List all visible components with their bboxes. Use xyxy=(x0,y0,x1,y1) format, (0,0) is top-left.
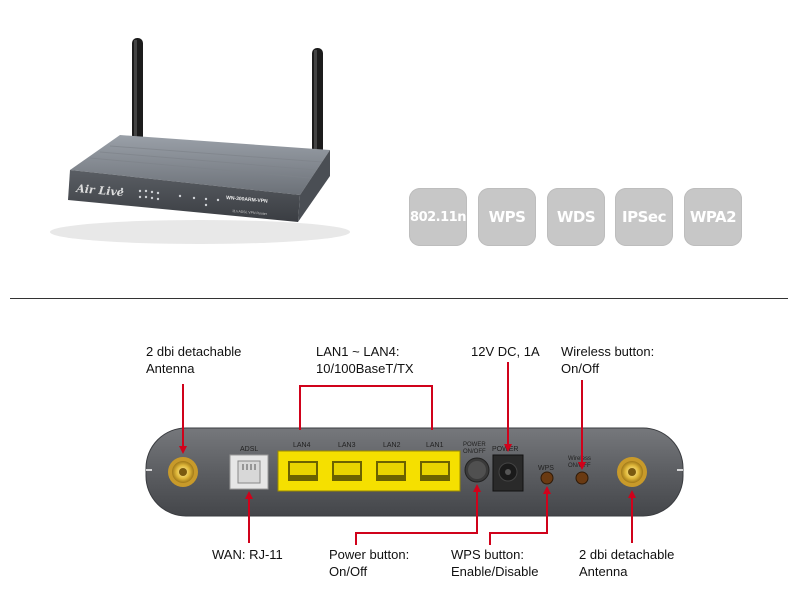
adsl-label: ADSL xyxy=(240,446,258,453)
front-led-group xyxy=(120,187,220,207)
feature-badge-ipsec: IPSec xyxy=(615,188,673,246)
callout-wireless-button: Wireless button: On/Off xyxy=(561,344,655,376)
wireless-onoff-button xyxy=(575,471,589,485)
antenna-connector-left xyxy=(168,457,198,487)
antenna-left-icon xyxy=(132,38,143,156)
router-front-image: Air Live WN-300ARM-VPN 11n ADSL VPN Rout… xyxy=(50,38,350,244)
wireless-onoff-label-line1: Wireless xyxy=(568,456,591,462)
callout-lan: LAN1 ~ LAN4: 10/100BaseT/TX xyxy=(316,344,414,376)
wireless-onoff-label-line2: ON/OFF xyxy=(568,463,591,469)
router-brand-text: Air Live xyxy=(75,182,125,199)
antenna-right-icon xyxy=(312,48,323,160)
power-dc-jack xyxy=(492,454,524,492)
section-divider xyxy=(10,298,788,299)
callout-antenna-left: 2 dbi detachable Antenna xyxy=(146,344,242,376)
feature-badge-wpa2: WPA2 xyxy=(684,188,742,246)
router-subtitle-text: 11n ADSL VPN Router xyxy=(232,209,268,216)
wps-button xyxy=(540,471,554,485)
callout-power-button: Power button: On/Off xyxy=(329,547,410,579)
lan4-label: LAN4 xyxy=(293,442,311,449)
feature-badge-wps: WPS xyxy=(478,188,536,246)
callout-wan: WAN: RJ-11 xyxy=(212,547,283,562)
callout-arrows xyxy=(179,362,636,545)
power-onoff-label-line1: POWER xyxy=(463,442,486,448)
callout-wps-button: WPS button: Enable/Disable xyxy=(451,547,539,579)
callout-antenna-right: 2 dbi detachable Antenna xyxy=(579,547,675,579)
lan1-label: LAN1 xyxy=(426,442,444,449)
feature-badge-wds: WDS xyxy=(547,188,605,246)
antenna-connector-right xyxy=(617,457,647,487)
callout-power-dc: 12V DC, 1A xyxy=(471,344,540,359)
lan2-label: LAN2 xyxy=(383,442,401,449)
power-onoff-label-line2: ON/OFF xyxy=(463,449,486,455)
lan3-label: LAN3 xyxy=(338,442,356,449)
power-jack-label: POWER xyxy=(492,446,518,453)
wps-label: WPS xyxy=(538,465,554,472)
power-onoff-button xyxy=(464,457,490,483)
feature-badge-80211n: 802.11n xyxy=(409,188,467,246)
adsl-port xyxy=(229,454,269,490)
router-model-text: WN-300ARM-VPN xyxy=(226,195,268,205)
lan-ports-block xyxy=(277,450,461,492)
